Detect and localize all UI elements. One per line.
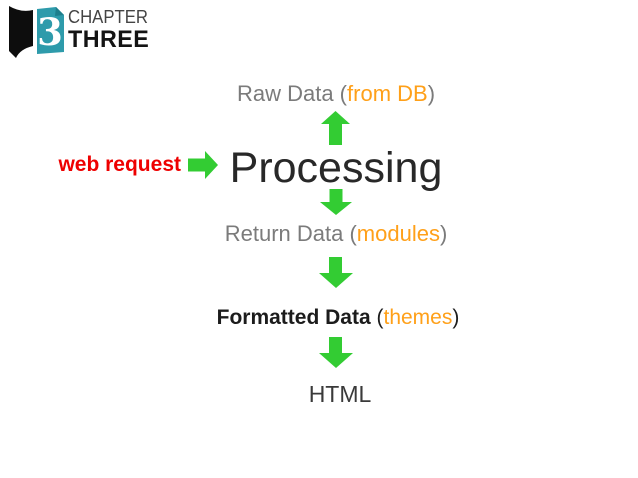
book-icon: 3 bbox=[9, 6, 64, 58]
book-page-shape bbox=[37, 7, 64, 54]
html-label: HTML bbox=[308, 381, 372, 407]
logo-text: CHAPTER THREE bbox=[68, 8, 154, 52]
down-arrow-stem bbox=[329, 257, 342, 274]
logo-three-label: THREE bbox=[68, 26, 150, 53]
right-arrow-head bbox=[205, 151, 218, 179]
down-arrow-icon bbox=[319, 337, 353, 368]
raw-data-highlight: from DB bbox=[347, 81, 428, 106]
return-data-highlight: modules bbox=[356, 221, 440, 246]
page-fold-shape bbox=[55, 7, 64, 16]
processing-label: Processing bbox=[229, 144, 443, 192]
down-arrow-stem bbox=[329, 337, 342, 354]
formatted-data-paren: ( bbox=[370, 306, 384, 329]
raw-data-label: Raw Data (from DB) bbox=[237, 81, 435, 107]
down-arrow-head bbox=[319, 273, 353, 288]
right-arrow-stem bbox=[188, 158, 206, 172]
raw-data-text: Raw Data ( bbox=[236, 81, 348, 106]
down-arrow-stem bbox=[329, 189, 343, 203]
formatted-data-text: Formatted Data bbox=[216, 306, 371, 329]
formatted-data-highlight: themes bbox=[383, 306, 453, 329]
right-arrow-icon bbox=[188, 151, 218, 179]
up-arrow-icon bbox=[321, 111, 350, 145]
down-arrow-head bbox=[320, 202, 352, 215]
formatted-data-label: Formatted Data (themes) bbox=[217, 306, 460, 330]
down-arrow-head bbox=[319, 353, 353, 368]
logo-number: 3 bbox=[37, 10, 63, 54]
raw-data-suffix: ) bbox=[427, 81, 436, 106]
logo-chapter-label: CHAPTER bbox=[68, 7, 148, 27]
return-data-text: Return Data ( bbox=[224, 221, 357, 246]
return-data-suffix: ) bbox=[439, 221, 448, 246]
down-arrow-icon bbox=[319, 257, 353, 288]
chapter-logo: 3 CHAPTER THREE bbox=[8, 5, 168, 63]
formatted-data-suffix: ) bbox=[452, 306, 460, 329]
book-cover-shape bbox=[9, 6, 33, 58]
up-arrow-head bbox=[321, 111, 350, 124]
up-arrow-stem bbox=[329, 123, 342, 145]
return-data-label: Return Data (modules) bbox=[225, 221, 448, 247]
down-arrow-icon bbox=[320, 189, 352, 215]
web-request-label: web request bbox=[58, 153, 181, 176]
